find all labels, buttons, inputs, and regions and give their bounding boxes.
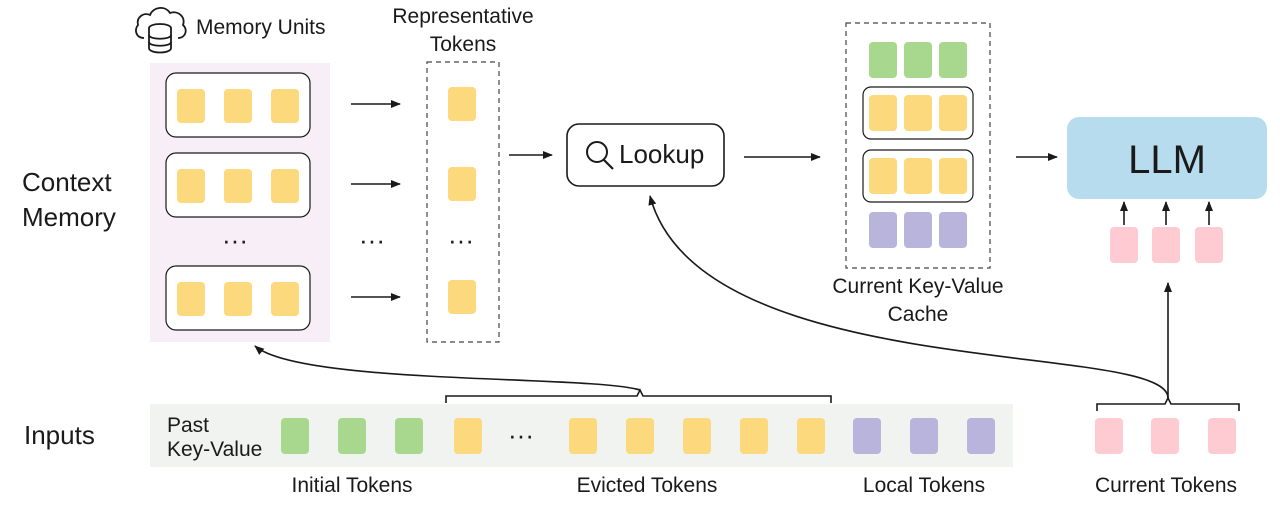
local-tokens-label: Local Tokens — [863, 474, 985, 497]
cache-token-2-2 — [904, 95, 932, 131]
past-kv-label-line2: Key-Value — [167, 438, 262, 461]
kv-cache-label-line2: Cache — [888, 303, 949, 326]
cache-token-2-3 — [939, 95, 967, 131]
representative-label-line1: Representative — [392, 5, 533, 28]
current-token-2 — [1151, 418, 1179, 454]
memory-token-1-2 — [224, 89, 252, 123]
input-token-7 — [683, 418, 711, 454]
lookup-box — [566, 123, 725, 187]
arrow-evicted-to-memory — [254, 345, 641, 391]
cache-token-4-3 — [939, 212, 967, 248]
input-token-11 — [910, 418, 938, 454]
cache-token-1-1 — [869, 42, 897, 78]
memory-token-2-3 — [271, 169, 299, 203]
input-token-9 — [797, 418, 825, 454]
representative-token-2 — [448, 167, 476, 201]
input-token-8 — [740, 418, 768, 454]
cache-token-1-3 — [939, 42, 967, 78]
context-memory-label-line1: Context — [22, 167, 112, 197]
memory-units-label: Memory Units — [196, 16, 326, 39]
kv-cache-box — [845, 22, 991, 269]
evicted-brace — [445, 388, 832, 403]
past-kv-label-line1: Past — [167, 414, 209, 437]
cache-token-3-3 — [939, 158, 967, 194]
llm-label: LLM — [1128, 138, 1206, 182]
evicted-tokens-label: Evicted Tokens — [577, 474, 718, 497]
input-token-10 — [853, 418, 881, 454]
kv-cache-tokens — [869, 42, 967, 248]
rep-ellipsis: ··· — [448, 225, 474, 255]
input-token-4 — [454, 418, 482, 454]
input-token-12 — [967, 418, 995, 454]
current-token-3 — [1208, 418, 1236, 454]
input-token-1 — [281, 418, 309, 454]
current-tokens-label: Current Tokens — [1095, 474, 1237, 497]
cache-token-4-2 — [904, 212, 932, 248]
memory-unit-tokens — [177, 89, 299, 316]
cache-token-4-1 — [869, 212, 897, 248]
kv-cache-label-line1: Current Key-Value — [832, 275, 1003, 298]
representative-label-line2: Tokens — [430, 33, 497, 56]
magnifier-icon — [586, 141, 614, 170]
memory-token-2-1 — [177, 169, 205, 203]
middle-ellipsis: ··· — [359, 225, 385, 255]
cache-token-3-1 — [869, 158, 897, 194]
representative-token-3 — [448, 280, 476, 314]
past-kv-tokens — [281, 418, 995, 454]
input-token-2 — [338, 418, 366, 454]
cache-token-1-2 — [904, 42, 932, 78]
memory-token-1-1 — [177, 89, 205, 123]
current-tokens — [1095, 418, 1236, 454]
current-brace — [1096, 396, 1240, 411]
memory-token-3-3 — [271, 282, 299, 316]
representative-token-1 — [448, 87, 476, 121]
input-token-6 — [626, 418, 654, 454]
llm-current-token-1 — [1110, 227, 1138, 263]
initial-tokens-label: Initial Tokens — [291, 474, 412, 497]
context-memory-label-line2: Memory — [22, 202, 116, 232]
memory-ellipsis: ··· — [222, 225, 248, 255]
memory-token-1-3 — [271, 89, 299, 123]
input-ellipsis: ··· — [508, 420, 534, 450]
llm-current-tokens — [1110, 227, 1223, 263]
representative-tokens-box — [426, 61, 500, 343]
arrow-current-to-lookup — [648, 195, 1169, 399]
cache-token-3-2 — [904, 158, 932, 194]
representative-tokens — [448, 87, 476, 314]
llm-current-token-3 — [1195, 227, 1223, 263]
memory-token-3-1 — [177, 282, 205, 316]
cache-token-2-1 — [869, 95, 897, 131]
lookup-label: Lookup — [619, 139, 704, 169]
llm-current-token-2 — [1152, 227, 1180, 263]
input-token-3 — [395, 418, 423, 454]
memory-token-2-2 — [224, 169, 252, 203]
input-token-5 — [569, 418, 597, 454]
inputs-label: Inputs — [24, 420, 95, 450]
llm-box — [1067, 117, 1267, 199]
memory-token-3-2 — [224, 282, 252, 316]
cloud-database-icon — [135, 7, 187, 54]
current-token-1 — [1095, 418, 1123, 454]
